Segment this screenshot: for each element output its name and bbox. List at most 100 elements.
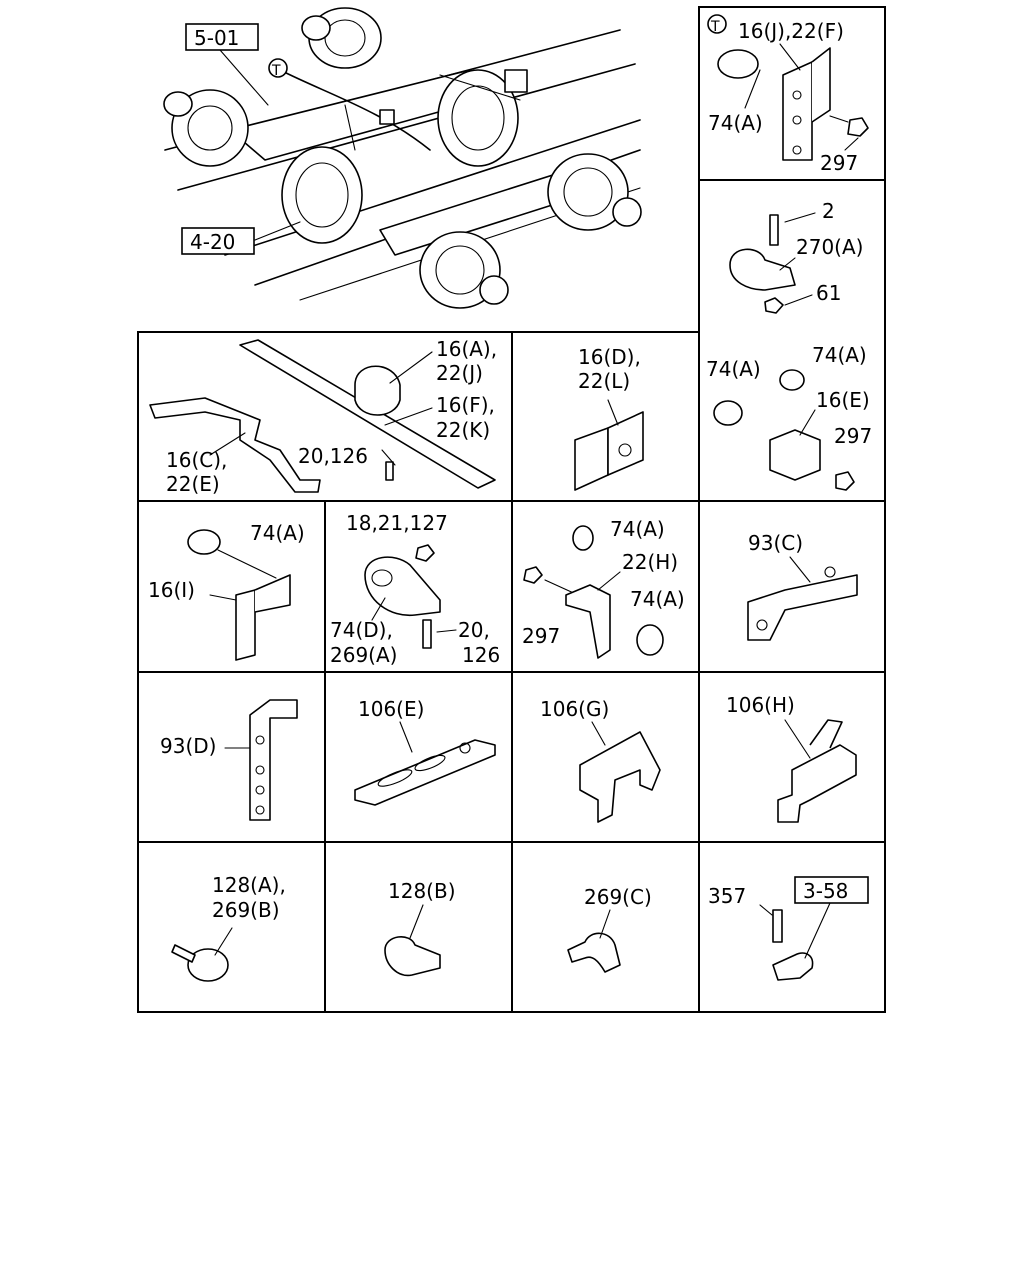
- bolt-357-icon: [772, 909, 783, 943]
- svg-text:297: 297: [522, 624, 560, 648]
- clamp-band-icon: [717, 49, 759, 79]
- svg-text:16(I): 16(I): [148, 578, 195, 602]
- clamp-band-icon-2: [636, 624, 664, 656]
- svg-text:18,21,127: 18,21,127: [346, 511, 448, 535]
- svg-text:20,: 20,: [458, 618, 490, 642]
- bracket-93c-icon: [747, 574, 858, 641]
- cell-bracket-106g: 106(G): [540, 697, 661, 823]
- svg-text:74(A): 74(A): [610, 517, 665, 541]
- rubber-mount-icon: [364, 556, 441, 617]
- bracket-16e-icon: [769, 429, 821, 481]
- cell-band-128a: 128(A), 269(B): [171, 873, 286, 982]
- plate-106e-icon: [354, 739, 496, 806]
- svg-text:16(A),: 16(A),: [436, 337, 497, 361]
- cell-bracket-22h: 74(A) 22(H) 297 74(A): [522, 517, 685, 659]
- stepped-bracket-icon: [149, 397, 321, 493]
- cell-plate-106e: 106(E): [354, 697, 496, 806]
- svg-text:128(B): 128(B): [388, 879, 456, 903]
- nut-icon: [835, 471, 855, 491]
- label-74a: 74(A): [708, 111, 763, 135]
- bracket-icon: [782, 61, 813, 161]
- svg-text:16(C),: 16(C),: [166, 448, 227, 472]
- angle-bracket-icon: [574, 427, 609, 491]
- cell-bracket-16d: 16(D), 22(L): [574, 345, 644, 491]
- cell-bracket-16e: 74(A) 74(A) 16(E) 297: [706, 343, 872, 491]
- clip-icon: [772, 952, 814, 981]
- svg-text:93(D): 93(D): [160, 734, 216, 758]
- bracket-16i-icon: [235, 589, 256, 661]
- svg-text:22(E): 22(E): [166, 472, 220, 496]
- bolt-icon: [769, 214, 779, 246]
- clamp-band-icon-2: [779, 369, 805, 391]
- clip-icon: [729, 248, 796, 291]
- svg-text:16(E): 16(E): [816, 388, 870, 412]
- cell-clip-269c: 269(C): [567, 885, 652, 973]
- svg-text:16(D),: 16(D),: [578, 345, 641, 369]
- svg-text:4-20: 4-20: [190, 230, 235, 254]
- svg-text:74(A): 74(A): [812, 343, 867, 367]
- cell-bracket-16i: 74(A) 16(I): [148, 521, 305, 661]
- bolt-icon: [422, 619, 432, 649]
- svg-text:269(C): 269(C): [584, 885, 652, 909]
- ref-4-20[interactable]: 4-20: [181, 227, 255, 255]
- svg-text:74(A): 74(A): [706, 357, 761, 381]
- marker-circle-t: [268, 58, 288, 78]
- svg-text:22(J): 22(J): [436, 361, 483, 385]
- svg-text:93(C): 93(C): [748, 531, 803, 555]
- ref-5-01[interactable]: 5-01: [185, 23, 259, 51]
- svg-text:74(A): 74(A): [250, 521, 305, 545]
- nut-61-icon: [764, 297, 784, 314]
- svg-text:269(B): 269(B): [212, 898, 280, 922]
- svg-text:22(H): 22(H): [622, 550, 678, 574]
- svg-text:T: T: [710, 19, 720, 35]
- marker-circle-t-detail: [707, 14, 727, 34]
- svg-text:74(A): 74(A): [630, 587, 685, 611]
- nut-icon: [523, 566, 543, 584]
- saddle-clamp-icon: [354, 365, 401, 416]
- ref-3-58[interactable]: 3-58: [794, 876, 869, 904]
- cell-clip-270a: 2 270(A) 61: [729, 199, 863, 314]
- cell-bracket-93c: 93(C): [747, 531, 858, 641]
- svg-text:5-01: 5-01: [194, 26, 239, 50]
- svg-text:22(K): 22(K): [436, 418, 490, 442]
- cell-bracket-106h: 106(H): [726, 693, 857, 823]
- label-61: 61: [816, 281, 841, 305]
- cell-long-brackets: 16(A), 22(J) 16(F), 22(K) 16(C), 22(E) 2…: [149, 337, 497, 496]
- cell-detail-t: T 16(J),22(F) 74(A) 297: [707, 14, 869, 175]
- nut-icon: [415, 544, 435, 562]
- clip-128b-icon: [384, 936, 441, 977]
- bracket-106h-icon: [777, 744, 857, 823]
- cell-clip-128b: 128(B): [384, 879, 456, 977]
- bracket-106g-icon: [579, 731, 661, 823]
- clamp-band-icon: [572, 525, 594, 551]
- svg-text:106(E): 106(E): [358, 697, 424, 721]
- svg-text:22(L): 22(L): [578, 369, 630, 393]
- cell-mount-74d: 18,21,127 74(D), 269(A) 20, 126: [330, 511, 500, 667]
- svg-text:269(A): 269(A): [330, 643, 397, 667]
- svg-text:3-58: 3-58: [803, 879, 848, 903]
- chassis-illustration: T: [163, 7, 642, 309]
- svg-text:106(H): 106(H): [726, 693, 795, 717]
- clamp-band-icon: [187, 529, 221, 555]
- nut-icon: [847, 117, 869, 137]
- svg-text:20,126: 20,126: [298, 444, 368, 468]
- cell-bolt-357: 357: [708, 884, 831, 981]
- clamp-band-icon: [713, 400, 743, 426]
- marker-t-label: T: [271, 63, 281, 79]
- svg-text:16(F),: 16(F),: [436, 393, 495, 417]
- label-270a: 270(A): [796, 235, 863, 259]
- bracket-22h-icon: [565, 584, 611, 659]
- label-16j-22f: 16(J),22(F): [738, 19, 844, 43]
- grid-frame: [137, 6, 886, 1013]
- svg-text:126: 126: [462, 643, 500, 667]
- svg-text:106(G): 106(G): [540, 697, 609, 721]
- svg-text:128(A),: 128(A),: [212, 873, 286, 897]
- svg-text:297: 297: [834, 424, 872, 448]
- bracket-93d-icon: [249, 699, 298, 821]
- clip-269c-icon: [567, 932, 621, 973]
- svg-text:74(D),: 74(D),: [330, 618, 393, 642]
- label-2: 2: [822, 199, 835, 223]
- cell-bracket-93d: 93(D): [160, 699, 298, 821]
- band-clamp-icon: [187, 948, 229, 982]
